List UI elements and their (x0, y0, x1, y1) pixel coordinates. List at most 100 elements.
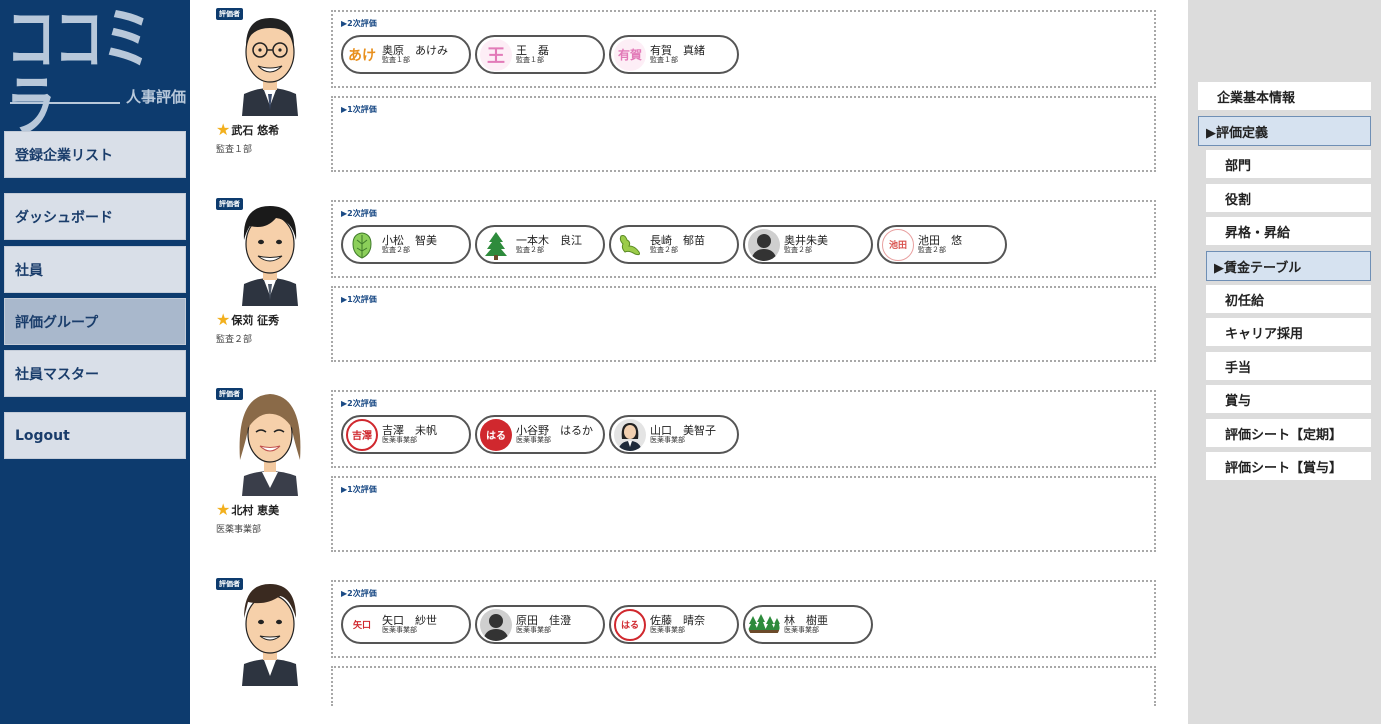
evaluatee-dept: 監査２部 (918, 245, 946, 254)
menu-career-hiring[interactable]: キャリア採用 (1206, 318, 1371, 346)
evaluator-tag: 評価者 (216, 578, 243, 590)
evaluatee-pill[interactable]: はる 佐藤 晴奈医薬事業部 (609, 605, 739, 644)
first-evaluation-box[interactable]: ▶1次評価 (331, 96, 1156, 172)
evaluatee-pill[interactable]: 原田 佳澄医薬事業部 (475, 605, 605, 644)
evaluator-card[interactable]: 評価者 ★北村 恵美 医薬事業部 (216, 388, 326, 568)
evaluatee-name: 矢口 紗世 (382, 613, 437, 627)
sidebar-item-employees[interactable]: 社員 (4, 246, 186, 293)
main-content: 評価者 ★武石 悠希 監査１部 ▶2次評価 あけ (190, 0, 1188, 724)
evaluator-tag: 評価者 (216, 8, 243, 20)
evaluator-name: ★武石 悠希 (216, 120, 279, 139)
evaluatee-dept: 医薬事業部 (516, 435, 551, 444)
menu-eval-sheet-regular[interactable]: 評価シート【定期】 (1206, 419, 1371, 447)
vegetable-icon (346, 229, 378, 261)
evaluatee-name: 一本木 良江 (516, 233, 582, 247)
evaluatee-pill[interactable]: 一本木 良江監査２部 (475, 225, 605, 264)
evaluator-dept: 監査１部 (216, 145, 253, 155)
evaluatee-list: 矢口 矢口 紗世医薬事業部 原田 佳澄医薬事業部 はる 佐藤 晴奈医薬事業部 (341, 605, 877, 644)
evaluator-tag: 評価者 (216, 198, 243, 210)
evaluatee-pill[interactable]: 奥井朱美監査２部 (743, 225, 873, 264)
first-evaluation-label: ▶1次評価 (341, 485, 377, 494)
second-evaluation-box[interactable]: ▶2次評価 吉澤 吉澤 未帆医薬事業部 はる 小谷野 はるか医薬事業部 山口 美… (331, 390, 1156, 468)
first-evaluation-label: ▶1次評価 (341, 105, 377, 114)
evaluator-card[interactable]: 評価者 ★保苅 征秀 監査２部 (216, 198, 326, 378)
man-icon (242, 206, 298, 306)
evaluatee-list: あけ 奥原 あけみ監査１部 王 王 磊監査１部 有賀 有賀 真緒監査１部 (341, 35, 743, 74)
menu-evaluation-definition[interactable]: ▶評価定義 (1198, 116, 1371, 146)
evaluatee-pill[interactable]: あけ 奥原 あけみ監査１部 (341, 35, 471, 74)
menu-departments[interactable]: 部門 (1206, 150, 1371, 178)
second-evaluation-box[interactable]: ▶2次評価 小松 智美監査２部 一本木 良江監査２部 (331, 200, 1156, 278)
evaluator-card[interactable]: 評価者 (216, 578, 326, 724)
woman-icon (239, 394, 301, 496)
sidebar-item-evaluation-groups[interactable]: 評価グループ (4, 298, 186, 345)
first-evaluation-box[interactable] (331, 666, 1156, 706)
menu-roles[interactable]: 役割 (1206, 184, 1371, 212)
evaluatee-list: 吉澤 吉澤 未帆医薬事業部 はる 小谷野 はるか医薬事業部 山口 美智子医薬事業… (341, 415, 743, 454)
evaluatee-name: 小松 智美 (382, 233, 437, 247)
evaluatee-pill[interactable]: はる 小谷野 はるか医薬事業部 (475, 415, 605, 454)
first-evaluation-box[interactable]: ▶1次評価 (331, 286, 1156, 362)
evaluator-name: ★北村 恵美 (216, 500, 279, 519)
sidebar-item-dashboard[interactable]: ダッシュボード (4, 193, 186, 240)
evaluatee-dept: 監査１部 (650, 55, 678, 64)
evaluatee-pill[interactable]: 吉澤 吉澤 未帆医薬事業部 (341, 415, 471, 454)
evaluatee-dept: 医薬事業部 (516, 625, 551, 634)
evaluatee-pill[interactable]: 林 樹亜医薬事業部 (743, 605, 873, 644)
evaluatee-name: 有賀 真緒 (650, 43, 705, 57)
second-evaluation-box[interactable]: ▶2次評価 あけ 奥原 あけみ監査１部 王 王 磊監査１部 有賀 有賀 真緒監査… (331, 10, 1156, 88)
evaluatee-pill[interactable]: 小松 智美監査２部 (341, 225, 471, 264)
evaluatee-dept: 監査１部 (516, 55, 544, 64)
evaluatee-name: 原田 佳澄 (516, 613, 571, 627)
first-evaluation-box[interactable]: ▶1次評価 (331, 476, 1156, 552)
tree-icon (480, 229, 512, 261)
menu-promotion-raise[interactable]: 昇格・昇給 (1206, 217, 1371, 245)
evaluatee-pill[interactable]: 池田 池田 悠監査２部 (877, 225, 1007, 264)
sidebar: ココミラ 人事評価 登録企業リスト ダッシュボード 社員 評価グループ 社員マス… (0, 0, 190, 724)
sidebar-item-company-list[interactable]: 登録企業リスト (4, 131, 186, 178)
evaluator-dept: 医薬事業部 (216, 525, 262, 535)
evaluatee-dept: 医薬事業部 (650, 625, 685, 634)
logo-subtitle: 人事評価 (125, 88, 186, 106)
evaluatee-pill[interactable]: 有賀 有賀 真緒監査１部 (609, 35, 739, 74)
evaluator-tag: 評価者 (216, 388, 243, 400)
first-evaluation-label: ▶1次評価 (341, 295, 377, 304)
menu-eval-sheet-bonus[interactable]: 評価シート【賞与】 (1206, 452, 1371, 480)
second-evaluation-label: ▶2次評価 (341, 19, 377, 28)
menu-starting-salary[interactable]: 初任給 (1206, 285, 1371, 313)
evaluatee-dept: 監査１部 (382, 55, 410, 64)
settings-menu-panel: 企業基本情報 ▶評価定義 部門 役割 昇格・昇給 ▶賃金テーブル 初任給 キャリ… (1188, 0, 1381, 724)
evaluatee-pill[interactable]: 山口 美智子医薬事業部 (609, 415, 739, 454)
menu-allowances[interactable]: 手当 (1206, 352, 1371, 380)
evaluatee-name: 吉澤 未帆 (382, 423, 437, 437)
second-evaluation-label: ▶2次評価 (341, 399, 377, 408)
menu-company-info[interactable]: 企業基本情報 (1198, 82, 1371, 110)
menu-wage-table[interactable]: ▶賃金テーブル (1206, 251, 1371, 281)
evaluator-card[interactable]: 評価者 ★武石 悠希 監査１部 (216, 8, 326, 188)
menu-bonus[interactable]: 賞与 (1206, 385, 1371, 413)
evaluatee-list: 小松 智美監査２部 一本木 良江監査２部 長崎 郁苗監査２部 (341, 225, 1011, 264)
silhouette-icon (748, 228, 780, 261)
evaluatee-name: 小谷野 はるか (516, 423, 593, 437)
evaluatee-name: 池田 悠 (918, 233, 962, 247)
second-evaluation-box[interactable]: ▶2次評価 矢口 矢口 紗世医薬事業部 原田 佳澄医薬事業部 はる 佐藤 晴奈医… (331, 580, 1156, 658)
evaluatee-name: 長崎 郁苗 (650, 233, 705, 247)
hanko-haruna-icon: はる (614, 608, 646, 641)
evaluatee-name: 佐藤 晴奈 (650, 613, 705, 627)
logout-button[interactable]: Logout (4, 412, 186, 459)
forest-icon (748, 609, 780, 641)
sidebar-item-employee-master[interactable]: 社員マスター (4, 350, 186, 397)
photo-woman-icon (614, 418, 646, 451)
evaluatee-pill[interactable]: 矢口 矢口 紗世医薬事業部 (341, 605, 471, 644)
evaluator-name: ★保苅 征秀 (216, 310, 279, 329)
app-logo[interactable]: ココミラ 人事評価 (4, 4, 186, 141)
evaluatee-pill[interactable]: 王 王 磊監査１部 (475, 35, 605, 74)
evaluatee-dept: 監査２部 (650, 245, 678, 254)
star-icon: ★ (216, 120, 231, 139)
evaluatee-pill[interactable]: 長崎 郁苗監査２部 (609, 225, 739, 264)
evaluatee-name: 奥原 あけみ (382, 43, 448, 57)
evaluatee-dept: 医薬事業部 (784, 625, 819, 634)
evaluatee-dept: 医薬事業部 (650, 435, 685, 444)
evaluator-name-text: 北村 恵美 (231, 503, 280, 517)
evaluatee-dept: 監査２部 (516, 245, 544, 254)
